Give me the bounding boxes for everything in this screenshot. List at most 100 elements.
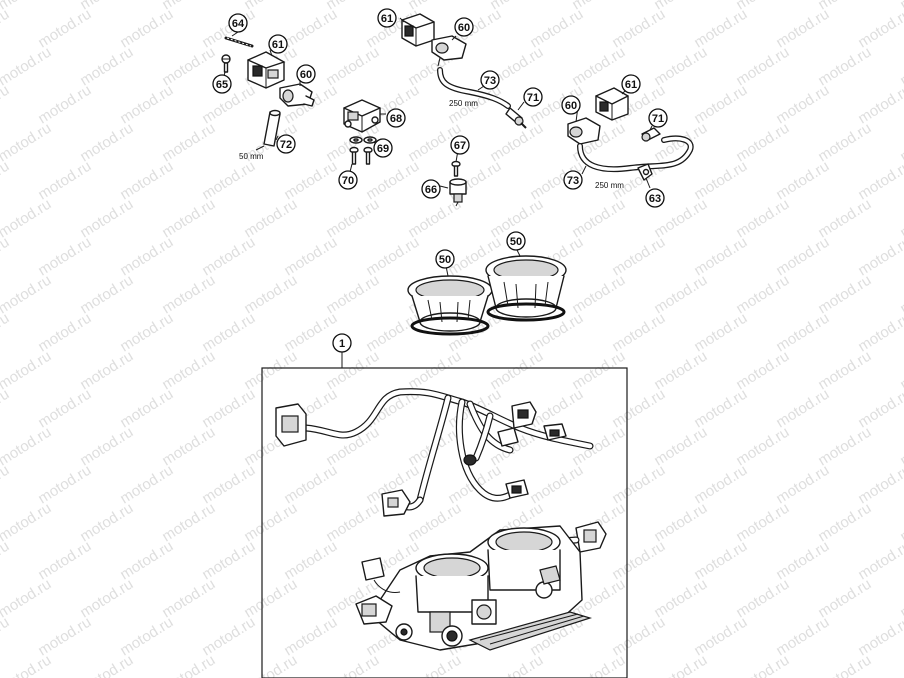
watermark-text: motod.ru — [651, 652, 710, 678]
svg-text:61: 61 — [381, 13, 393, 25]
callout-63: 63 — [645, 188, 665, 208]
callout-61-b: 61 — [377, 8, 397, 28]
watermark-text: motod.ru — [487, 348, 546, 394]
sensor-part-68 — [343, 99, 381, 133]
callout-66: 66 — [421, 179, 441, 199]
watermark-text: motod.ru — [733, 44, 792, 90]
watermark-text: motod.ru — [241, 652, 300, 678]
watermark-text: motod.ru — [159, 424, 218, 470]
callout-70: 70 — [338, 170, 358, 190]
watermark-text: motod.ru — [0, 348, 54, 394]
watermark-text: motod.ru — [569, 652, 628, 678]
watermark-text: motod.ru — [651, 272, 710, 318]
callout-50-b: 50 — [506, 231, 526, 251]
watermark-text: motod.ru — [0, 82, 12, 128]
watermark-text: motod.ru — [651, 576, 710, 622]
svg-text:64: 64 — [232, 18, 245, 30]
callout-61-c: 61 — [621, 74, 641, 94]
pin-part-64 — [224, 36, 254, 48]
svg-text:50: 50 — [510, 236, 522, 248]
sensor-60a — [279, 83, 315, 107]
watermark-text: motod.ru — [815, 120, 874, 166]
watermark-text: motod.ru — [77, 424, 136, 470]
watermark-text: motod.ru — [0, 614, 12, 660]
watermark-text: motod.ru — [0, 538, 12, 584]
screw-part-67 — [451, 160, 461, 177]
watermark-text: motod.ru — [651, 348, 710, 394]
throttle-body — [355, 525, 593, 651]
watermark-text: motod.ru — [159, 348, 218, 394]
svg-text:60: 60 — [565, 100, 577, 112]
watermark-text: motod.ru — [323, 500, 382, 546]
connector-mid-right — [543, 423, 567, 441]
intake-trumpet-50b — [485, 255, 567, 322]
watermark-text: motod.ru — [241, 196, 300, 242]
callout-60-a: 60 — [296, 64, 316, 84]
watermark-text: motod.ru — [0, 0, 54, 13]
callout-60-c: 60 — [561, 95, 581, 115]
watermark-text: motod.ru — [733, 652, 792, 678]
watermark-text: motod.ru — [0, 234, 12, 280]
watermark-text: motod.ru — [651, 500, 710, 546]
callout-73-a: 73 — [480, 70, 500, 90]
svg-text:71: 71 — [527, 92, 539, 104]
watermark-text: motod.ru — [323, 348, 382, 394]
watermark-text: motod.ru — [487, 120, 546, 166]
svg-text:1: 1 — [339, 338, 345, 350]
watermark-text: motod.ru — [815, 348, 874, 394]
callout-72: 72 — [276, 134, 296, 154]
assembly-frame — [261, 367, 628, 678]
watermark-text: motod.ru — [897, 652, 904, 678]
watermark-text: motod.ru — [405, 348, 464, 394]
clamp-part-63 — [637, 163, 653, 181]
svg-text:63: 63 — [649, 193, 661, 205]
watermark-text: motod.ru — [323, 196, 382, 242]
watermark-text: motod.ru — [159, 272, 218, 318]
svg-text:65: 65 — [216, 79, 228, 91]
watermark-text: motod.ru — [733, 348, 792, 394]
watermark-text: motod.ru — [241, 500, 300, 546]
sensor-60b — [431, 35, 467, 67]
watermark-text: motod.ru — [0, 424, 54, 470]
sensor-plug — [463, 454, 477, 466]
watermark-text: motod.ru — [815, 500, 874, 546]
watermark-text: motod.ru — [323, 272, 382, 318]
watermark-text: motod.ru — [159, 120, 218, 166]
watermark-text: motod.ru — [0, 652, 54, 678]
sensor-housing-61c — [595, 87, 629, 121]
watermark-text: motod.ru — [733, 500, 792, 546]
watermark-text: motod.ru — [77, 120, 136, 166]
connector-mid — [497, 427, 519, 447]
watermark-text: motod.ru — [815, 44, 874, 90]
svg-text:70: 70 — [342, 175, 354, 187]
watermark-text: motod.ru — [77, 652, 136, 678]
watermark-text: motod.ru — [77, 500, 136, 546]
dim-label-250mm-a: 250 mm — [449, 99, 478, 108]
svg-text:60: 60 — [458, 22, 470, 34]
sensor-housing-61b — [401, 13, 435, 47]
sensor-housing-61a — [247, 51, 285, 89]
watermark-text: motod.ru — [0, 120, 54, 166]
dim-label-50mm: 50 mm — [239, 152, 264, 161]
watermark-text: motod.ru — [241, 576, 300, 622]
watermark-text: motod.ru — [651, 44, 710, 90]
hose-73b — [577, 135, 694, 173]
watermark-text: motod.ru — [0, 44, 54, 90]
callout-67: 67 — [450, 135, 470, 155]
svg-text:72: 72 — [280, 139, 292, 151]
watermark-text: motod.ru — [733, 120, 792, 166]
watermark-text: motod.ru — [159, 196, 218, 242]
watermark-text: motod.ru — [0, 196, 54, 242]
fitting-71a — [505, 107, 527, 129]
svg-text:73: 73 — [484, 75, 496, 87]
watermark-text: motod.ru — [0, 576, 54, 622]
watermark-text: motod.ru — [0, 158, 12, 204]
svg-text:60: 60 — [300, 69, 312, 81]
washer-part-69 — [349, 136, 377, 144]
callout-65: 65 — [212, 74, 232, 94]
watermark-text: motod.ru — [159, 44, 218, 90]
watermark-text: motod.ru — [815, 576, 874, 622]
watermark-text: motod.ru — [241, 348, 300, 394]
svg-text:61: 61 — [272, 39, 284, 51]
callout-1: 1 — [332, 333, 352, 353]
